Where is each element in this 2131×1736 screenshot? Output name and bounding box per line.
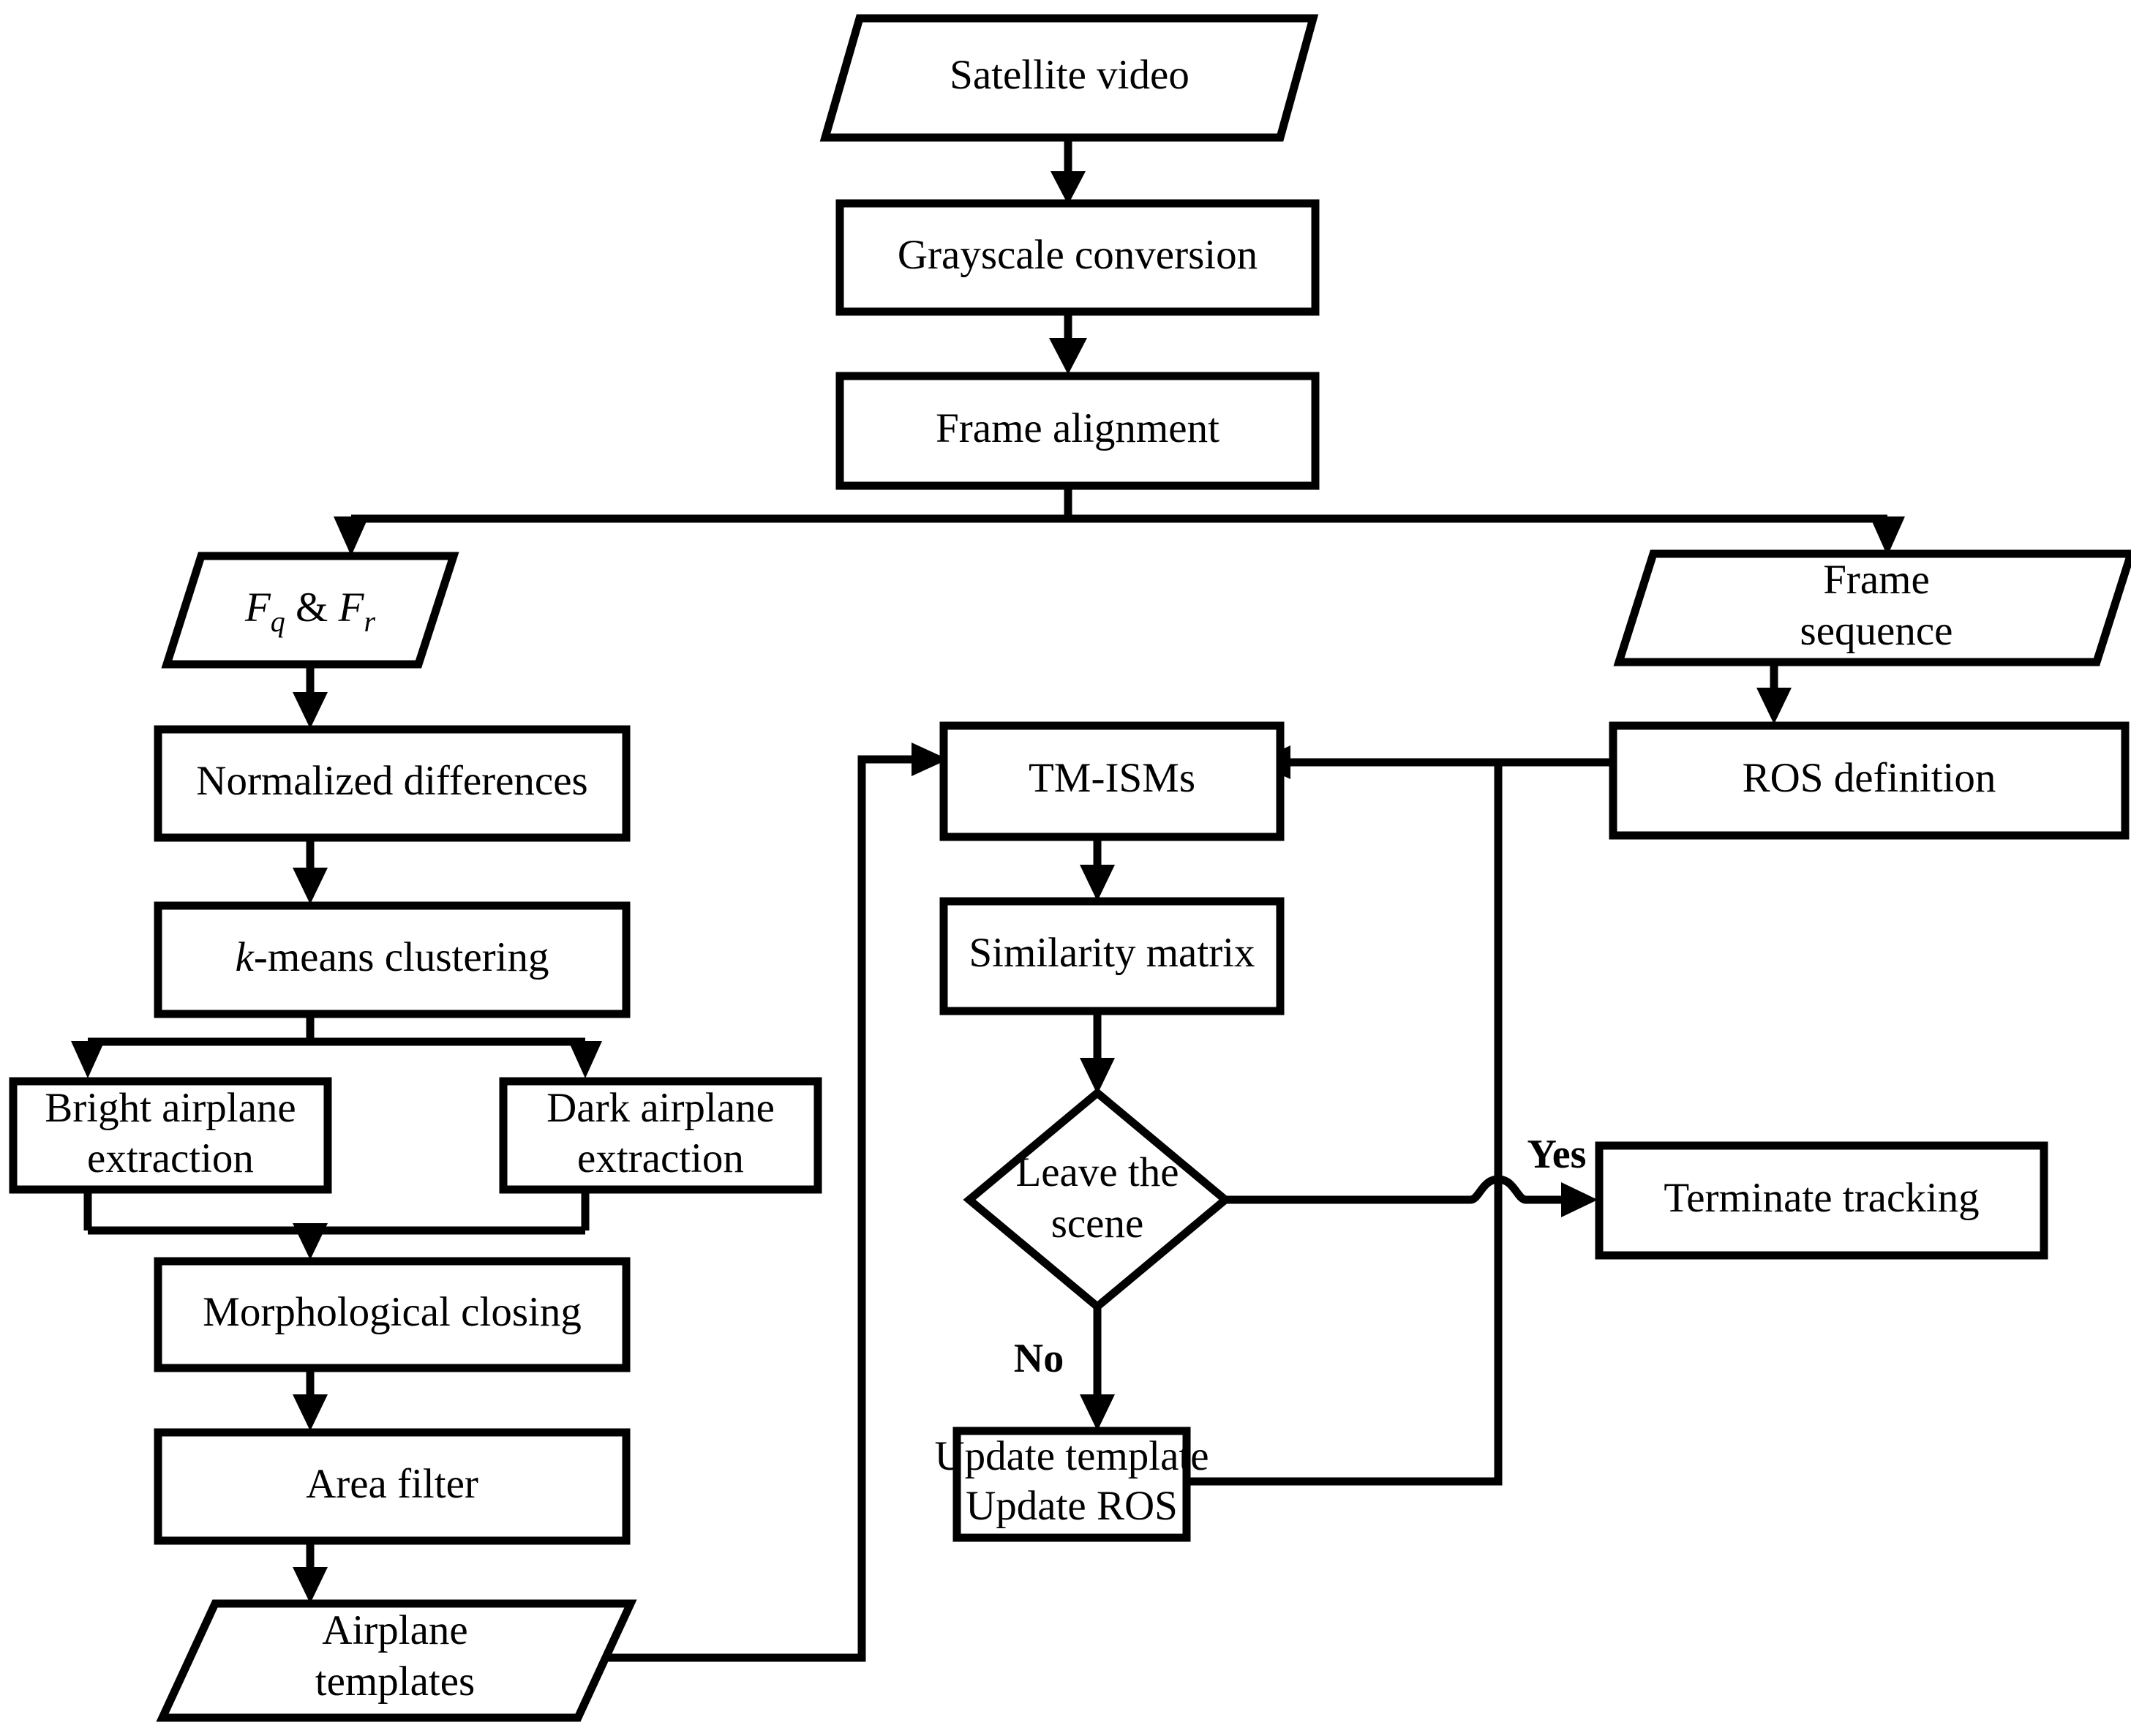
parallelogram-shape [161,552,459,669]
rect-shape [1595,1141,2048,1260]
node-label: Similarity matrix [969,930,1255,976]
rect-shape [835,199,1320,316]
arrowhead [334,516,369,556]
arrowhead [1561,1182,1598,1217]
fr-sub: r [364,605,375,638]
node-label: Morphological closing [203,1289,582,1335]
fr-F: F [338,585,365,631]
parallelogram-shape [1613,549,2131,666]
node-normalized-differences[interactable]: Normalized differences [154,725,631,842]
node-ros-definition[interactable]: ROS definition [1609,721,2130,840]
edge-update-feedback-to-tmisms [1187,758,1503,1486]
node-frame-alignment[interactable]: Frame alignment [835,372,1320,490]
rect-shape [154,901,631,1018]
node-area-filter[interactable]: Area filter [154,1428,631,1545]
kmeans-rest: -means clustering [254,934,549,980]
node-tm-isms[interactable]: TM-ISMs [939,721,1285,841]
arrowhead [293,1567,328,1604]
amp: & [285,585,339,631]
node-label-line1: Leave the [1015,1149,1179,1195]
edge-label-no: No [1014,1336,1064,1381]
rect-shape [939,897,1285,1015]
arrowhead [71,1041,105,1078]
arrowhead [1051,171,1086,205]
node-kmeans-clustering[interactable]: k-means clustering [154,901,631,1018]
parallelogram-shape [156,1599,637,1722]
node-frame-sequence[interactable]: Frame sequence [1613,549,2131,666]
rect-shape [154,1257,631,1372]
node-label-line2: extraction [87,1135,254,1181]
arrowhead [568,1041,602,1078]
arrowhead [293,1223,328,1260]
arrowhead [1756,688,1792,724]
node-label-line2: templates [315,1658,475,1705]
arrowhead [1080,865,1115,901]
node-label-line2: sequence [1800,608,1953,654]
rect-shape [499,1077,822,1194]
node-label-line1: Bright airplane [45,1085,296,1131]
node-dark-airplane-extraction[interactable]: Dark airplane extraction [499,1077,822,1194]
arrowhead [1870,516,1905,556]
edge-label-yes: Yes [1527,1132,1587,1177]
node-grayscale-conversion[interactable]: Grayscale conversion [835,199,1320,316]
node-label: TM-ISMs [1029,755,1195,801]
fq-sub: q [271,605,285,638]
node-satellite-video[interactable]: Satellite video [819,14,1319,142]
arrowhead [293,868,328,904]
arrowhead [1080,1394,1115,1431]
rect-shape [939,721,1285,841]
rect-shape [154,725,631,842]
node-bright-airplane-extraction[interactable]: Bright airplane extraction [9,1077,332,1194]
arrowhead [1049,338,1087,375]
rect-shape [952,1427,1191,1542]
node-leave-the-scene-decision[interactable]: Leave the scene [963,1087,1232,1312]
node-fq-fr[interactable]: Fq & Fr [161,552,459,669]
diamond-shape [963,1087,1232,1312]
node-label: Terminate tracking [1664,1175,1979,1221]
node-label-kmeans: k-means clustering [236,934,549,980]
node-airplane-templates[interactable]: Airplane templates [156,1599,637,1722]
arrowhead [1080,1058,1115,1094]
node-label-line1: Update template [934,1433,1209,1479]
arrowhead [912,743,948,776]
kmeans-k: k [236,934,255,980]
node-label-line1: Dark airplane [546,1085,775,1131]
rect-shape [154,1428,631,1545]
node-label-line2: scene [1051,1200,1144,1247]
edge-templates-to-tmisms [379,755,923,1662]
node-label-line1: Airplane [322,1607,467,1653]
parallelogram-shape [819,14,1319,142]
node-label: Normalized differences [196,758,587,804]
node-label-line2: Update ROS [966,1483,1178,1529]
node-terminate-tracking[interactable]: Terminate tracking [1595,1141,2048,1260]
rect-shape [1609,721,2130,840]
node-label-fqfr: Fq & Fr [244,585,376,638]
node-label-line2: extraction [577,1135,744,1181]
node-update-template-ros[interactable]: Update template Update ROS [934,1427,1209,1542]
node-label: Satellite video [950,52,1189,98]
node-label: Area filter [306,1461,478,1507]
arrowhead [293,692,328,729]
node-morphological-closing[interactable]: Morphological closing [154,1257,631,1372]
rect-shape [835,372,1320,490]
arrowhead [293,1394,328,1431]
node-similarity-matrix[interactable]: Similarity matrix [939,897,1285,1015]
fq-F: F [244,585,271,631]
node-label: Frame alignment [936,405,1219,451]
rect-shape [9,1077,332,1194]
connectors [71,139,1905,1662]
node-label: ROS definition [1743,755,1996,801]
node-label-line1: Frame [1823,557,1930,603]
node-label: Grayscale conversion [898,232,1258,278]
